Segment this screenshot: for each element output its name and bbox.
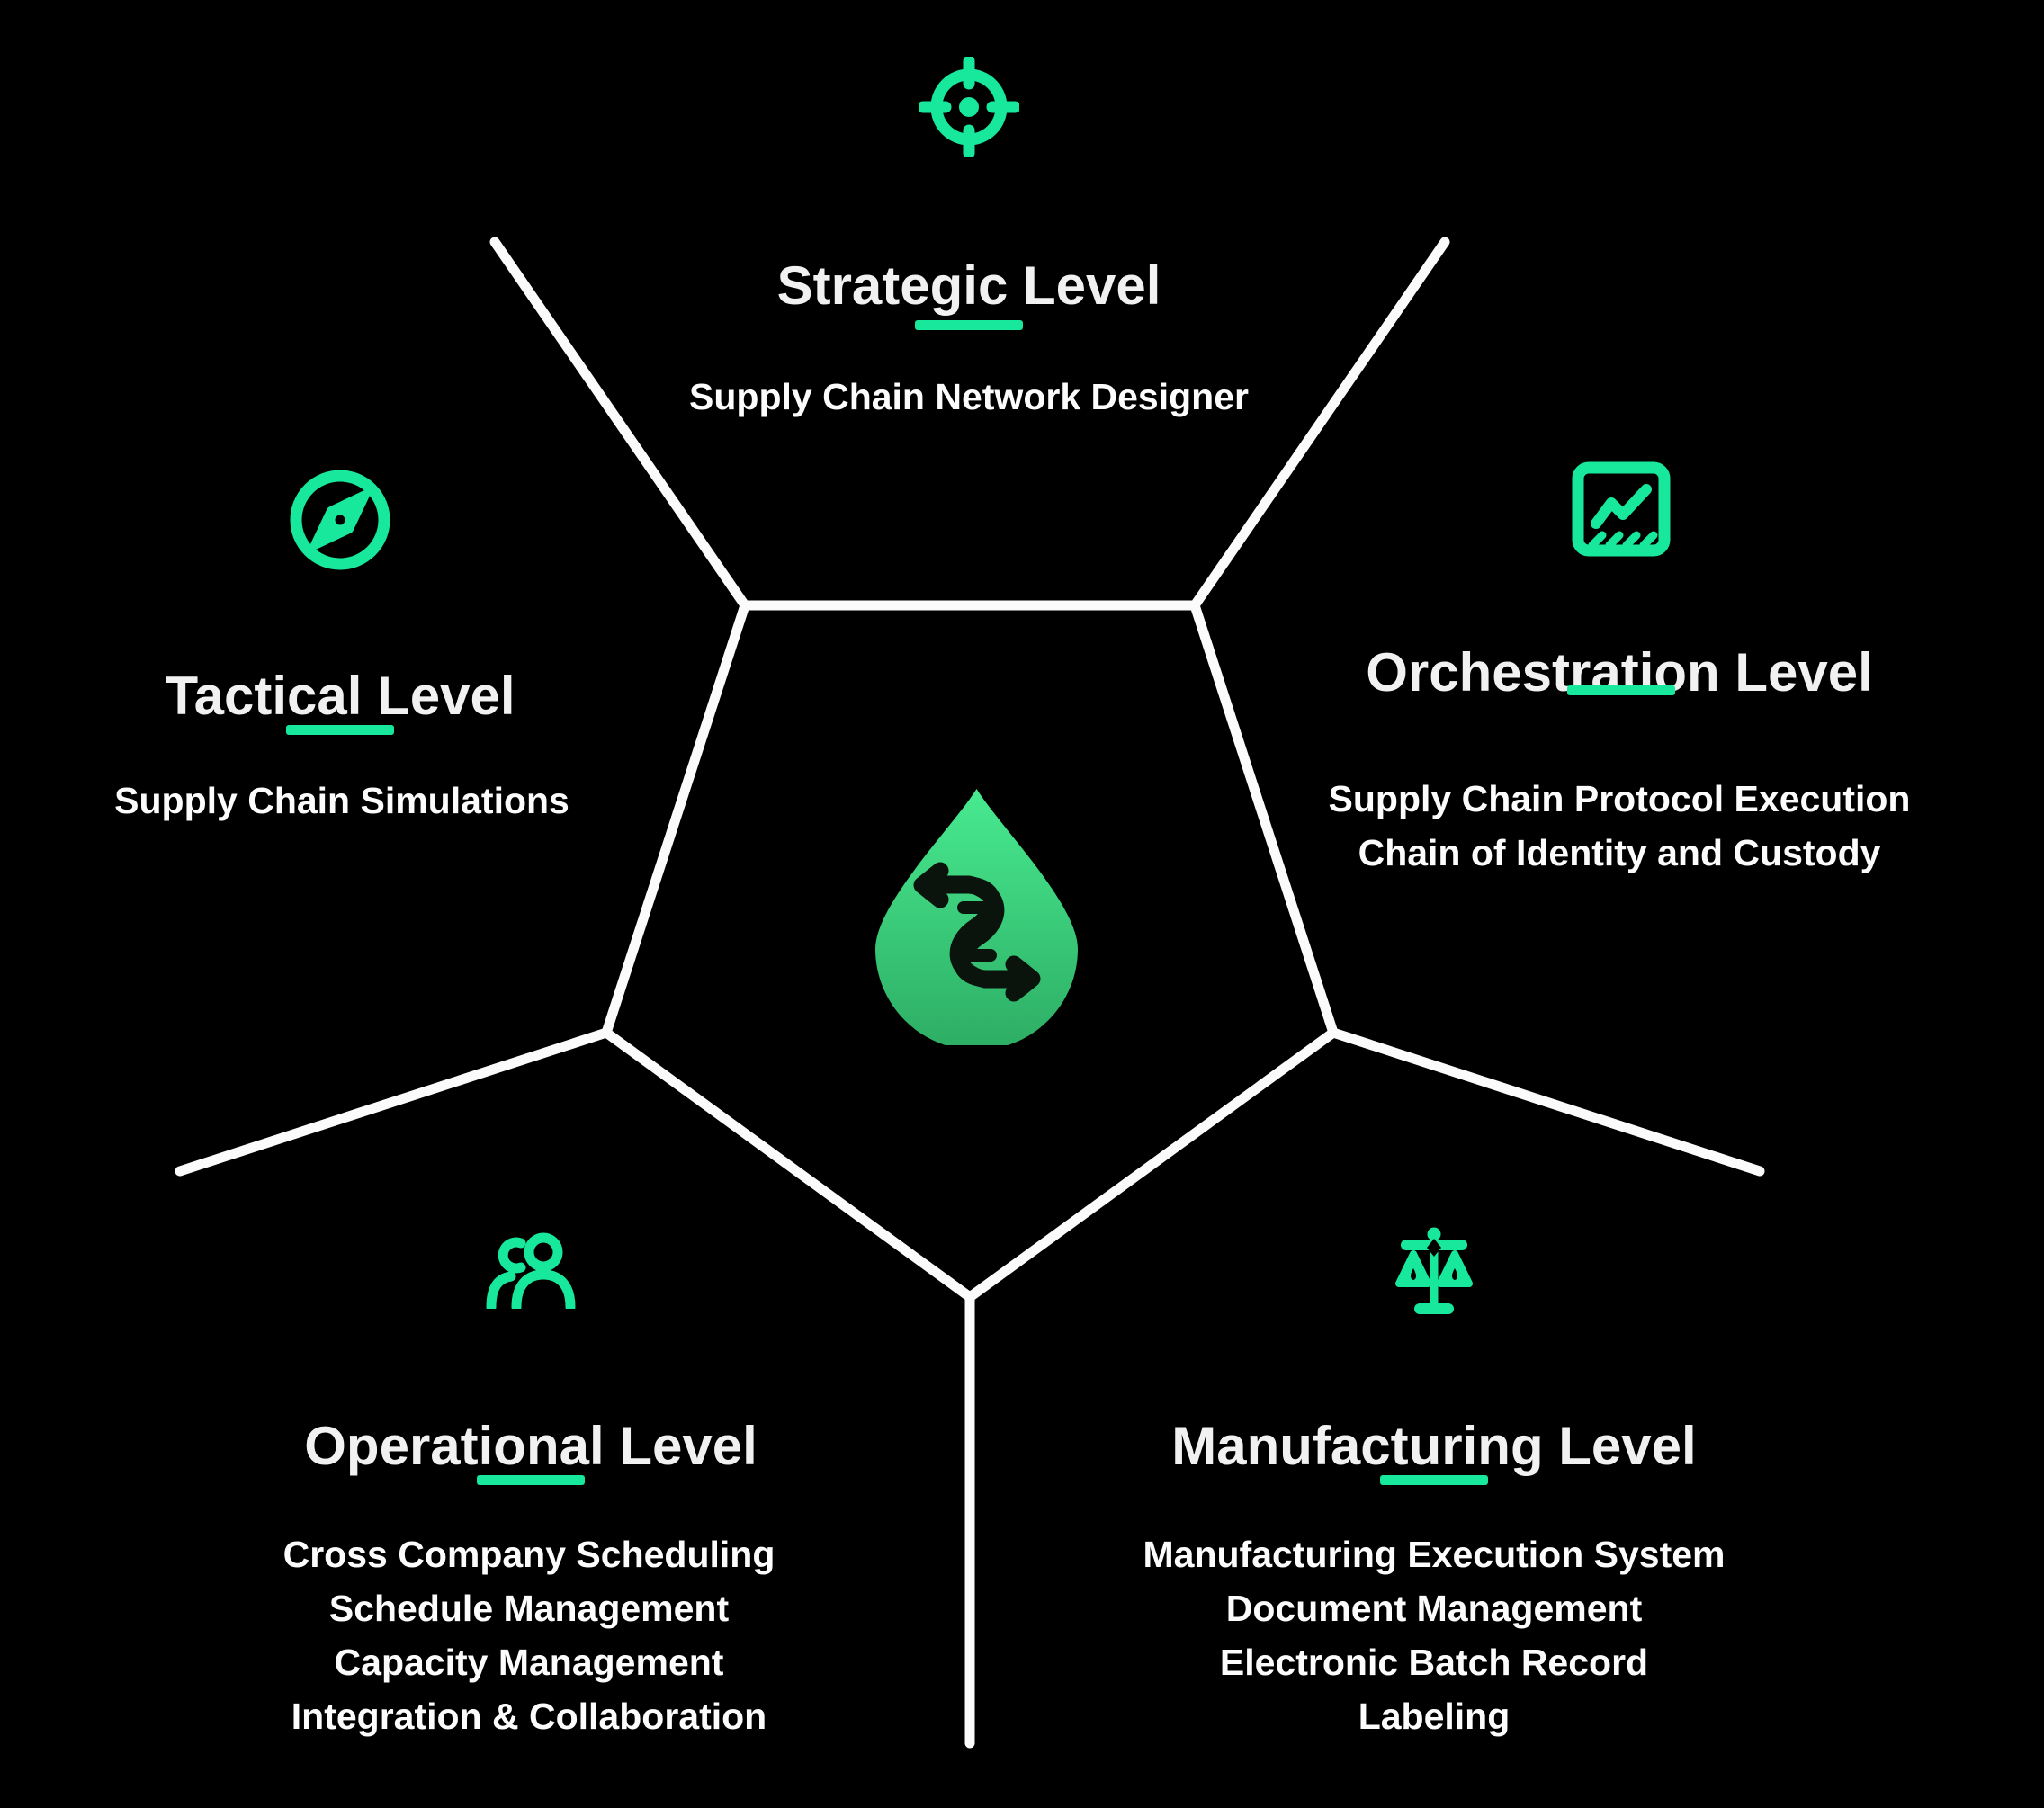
operational-level-title: Operational Level: [304, 1415, 758, 1476]
tactical-level-items: Supply Chain Simulations: [114, 774, 569, 828]
pentagon-outline: [601, 600, 1339, 1302]
target-icon: [919, 57, 1019, 157]
list-item: Schedule Management: [328, 1588, 730, 1629]
users-icon: [486, 1232, 576, 1309]
list-item: Manufacturing Execution System: [1143, 1534, 1726, 1575]
accent-underline: [286, 725, 394, 735]
divider-line-right: [1328, 1027, 1765, 1177]
list-item: Electronic Batch Record: [1219, 1642, 1649, 1683]
orchestration-level-items: Supply Chain Protocol Execution Chain of…: [1329, 772, 1911, 880]
trend-chart-icon: [1572, 461, 1671, 557]
list-item: Chain of Identity and Custody: [1358, 832, 1881, 873]
accent-underline: [477, 1475, 585, 1485]
droplet-shape: [875, 789, 1078, 1045]
strategic-level-items: Supply Chain Network Designer: [689, 370, 1249, 424]
accent-underline: [1567, 685, 1675, 695]
accent-underline: [915, 320, 1023, 330]
compass-icon: [290, 470, 390, 570]
dna-droplet-logo: [875, 789, 1078, 1045]
list-item: Cross Company Scheduling: [282, 1534, 775, 1575]
accent-underline: [1380, 1475, 1488, 1485]
divider-line-top-left: [489, 237, 750, 611]
strategic-level-title: Strategic Level: [776, 255, 1161, 316]
list-item: Supply Chain Simulations: [114, 780, 569, 821]
list-item: Supply Chain Protocol Execution: [1328, 778, 1911, 819]
scales-icon: [1395, 1227, 1473, 1314]
tactical-level-title: Tactical Level: [165, 665, 515, 726]
divider-line-left: [175, 1027, 612, 1177]
dna-helix-glyph: [913, 862, 1041, 1002]
list-item: Capacity Management: [334, 1642, 724, 1683]
list-item: Document Management: [1225, 1588, 1643, 1629]
list-item: Supply Chain Network Designer: [689, 376, 1249, 417]
list-item: Integration & Collaboration: [291, 1696, 767, 1737]
operational-level-items: Cross Company Scheduling Schedule Manage…: [283, 1527, 775, 1743]
list-item: Labeling: [1358, 1696, 1511, 1737]
manufacturing-level-title: Manufacturing Level: [1171, 1415, 1697, 1476]
divider-line-top-right: [1189, 237, 1450, 611]
manufacturing-level-items: Manufacturing Execution System Document …: [1143, 1527, 1725, 1743]
